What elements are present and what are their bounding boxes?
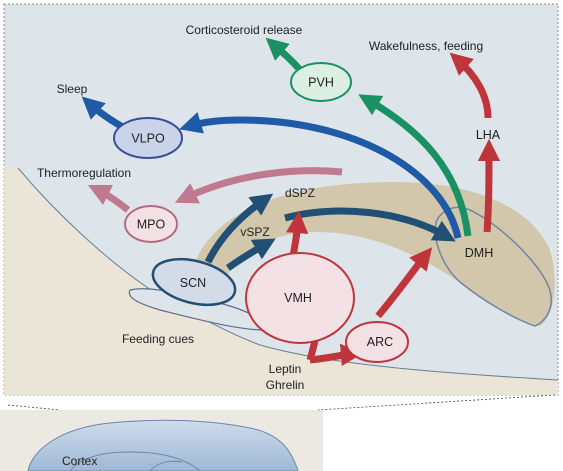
leptin-to-arc-arrow bbox=[309, 343, 364, 367]
vlpo-node bbox=[113, 117, 183, 159]
dspz-label: dSPZ bbox=[285, 186, 315, 200]
vlpo-label: VLPO bbox=[131, 132, 165, 146]
scn-to-vspz-arrow bbox=[225, 238, 276, 271]
cortex-label: Cortex bbox=[62, 454, 97, 468]
scn-to-dspz-arrow bbox=[204, 193, 274, 264]
tissue-region bbox=[4, 165, 558, 395]
pvh-to-corticosteroid-arrow bbox=[265, 37, 303, 73]
dmh-to-pvh-region-arrow bbox=[358, 94, 472, 237]
feeding-cues-label: Feeding cues bbox=[122, 332, 194, 346]
vmh-label: VMH bbox=[284, 291, 312, 305]
dmh-to-lha-arrow bbox=[477, 138, 501, 233]
inset-brain-fold-2 bbox=[149, 460, 183, 471]
scn-node bbox=[151, 257, 237, 307]
inset-brain bbox=[27, 419, 299, 471]
thermoregulation-label: Thermoregulation bbox=[37, 166, 131, 180]
scn-label: SCN bbox=[180, 276, 206, 290]
vmh-node bbox=[245, 252, 355, 344]
lha-label: LHA bbox=[476, 128, 501, 142]
dmh-label: DMH bbox=[465, 246, 493, 260]
dmh-to-vlpo-arrow bbox=[179, 112, 462, 239]
arc-node bbox=[345, 321, 409, 363]
corticosteroid-label: Corticosteroid release bbox=[186, 23, 303, 37]
mpo-node bbox=[124, 205, 178, 243]
leptin-label: Leptin bbox=[269, 362, 302, 376]
inset-connector-lines bbox=[7, 394, 556, 411]
pvh-label: PVH bbox=[308, 76, 334, 90]
tissue-boundary bbox=[17, 167, 559, 381]
to-mpo-arrow bbox=[174, 167, 343, 204]
arc-to-dmh-arrow bbox=[375, 247, 433, 319]
sleep-label: Sleep bbox=[57, 82, 88, 96]
mpo-label: MPO bbox=[137, 218, 166, 232]
vspz-label: vSPZ bbox=[240, 225, 269, 239]
arc-label: ARC bbox=[367, 335, 393, 349]
dmh-region bbox=[434, 206, 552, 327]
mpo-to-thermoregulation-arrow bbox=[87, 184, 131, 213]
ghrelin-label: Ghrelin bbox=[266, 378, 305, 392]
lha-to-wakefulness-arrow bbox=[449, 52, 492, 119]
wakefulness-label: Wakefulness, feeding bbox=[369, 39, 483, 53]
inset-brain-fold bbox=[69, 451, 201, 471]
pvh-node bbox=[290, 62, 352, 102]
